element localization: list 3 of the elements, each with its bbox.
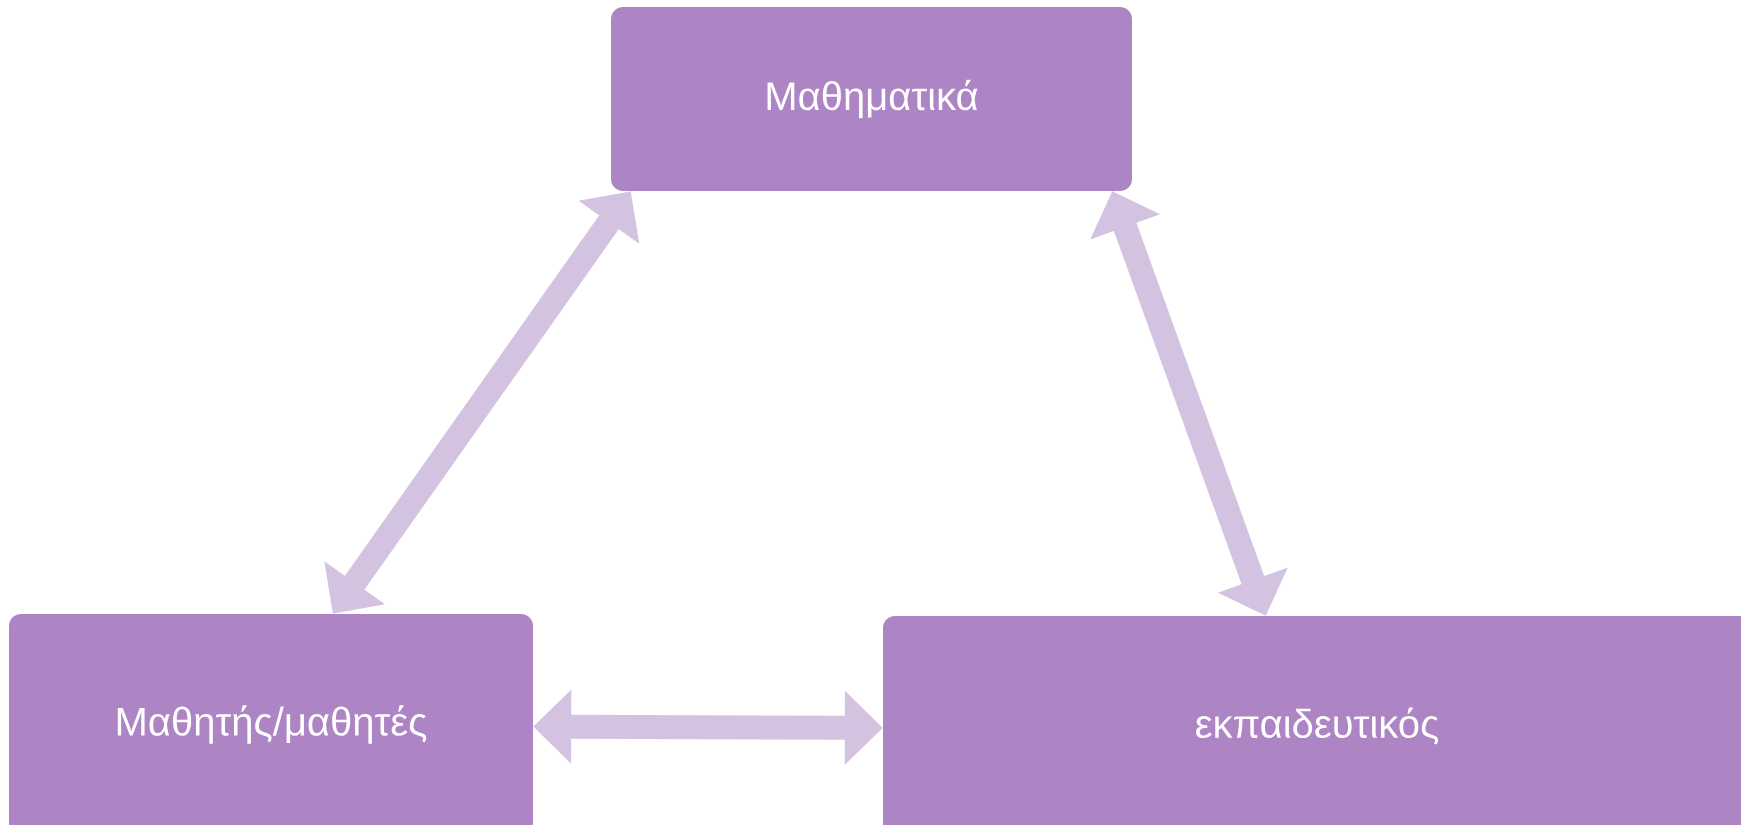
process-box: εκπαιδευτικός bbox=[883, 616, 1741, 825]
process-box: Μαθητής/μαθητές bbox=[9, 614, 533, 825]
process-box: Μαθηματικά bbox=[611, 7, 1132, 191]
